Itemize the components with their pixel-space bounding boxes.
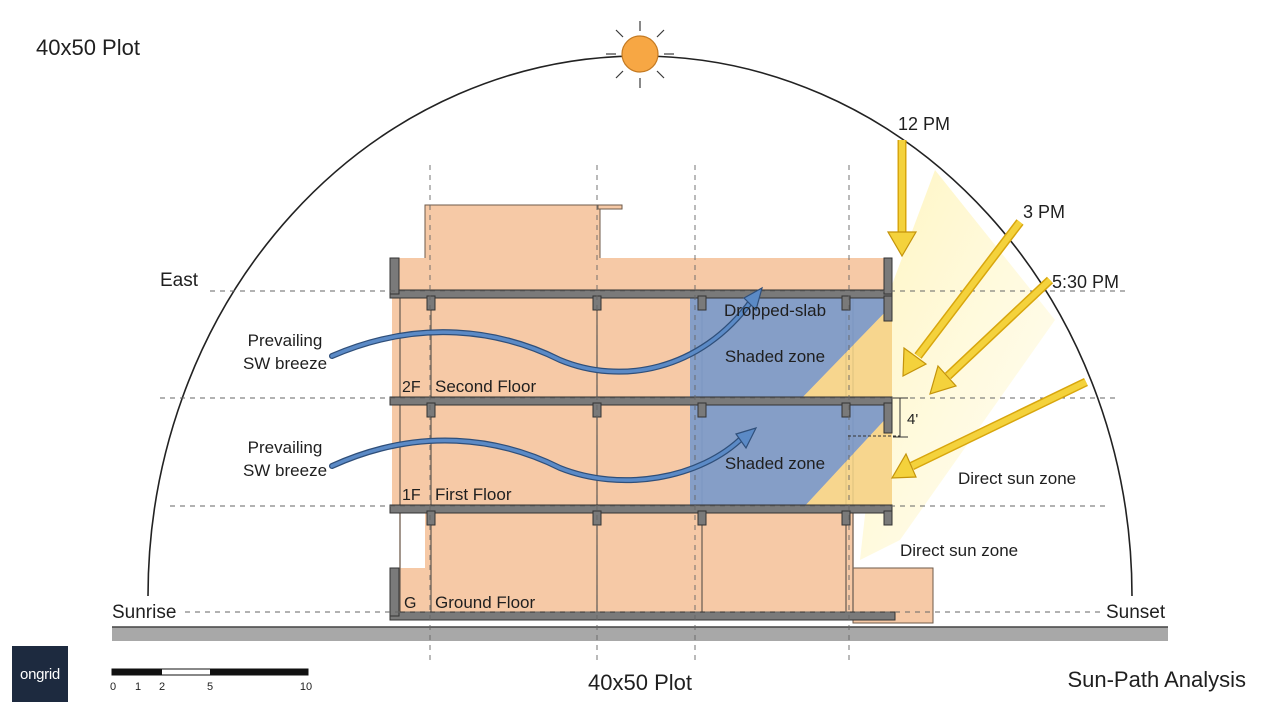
label-direct-sun-2: Direct sun zone [900,541,1018,560]
title-bottom: 40x50 Plot [588,670,692,695]
logo-text: ongrid [20,665,60,683]
caption: Sun-Path Analysis [1067,667,1246,692]
label-east: East [160,270,199,291]
label-direct-sun-1: Direct sun zone [958,469,1076,488]
scale-tick-1: 1 [135,681,141,693]
floor-name-g: Ground Floor [435,593,535,612]
breeze-label-lower-1: Prevailing [248,438,323,457]
label-530pm: 5:30 PM [1052,272,1119,292]
breeze-arrow-lower-fill [330,434,746,482]
scale-bar [111,668,309,676]
floor-code-g: G [404,595,416,612]
shaded-zone-lower [690,403,892,508]
scale-tick-10: 10 [300,681,312,693]
label-dropped-slab: Dropped-slab [724,301,826,320]
shaded-zone-upper [690,296,892,400]
breeze-label-upper-2: SW breeze [243,354,327,373]
sun-icon [606,21,674,88]
sun-ray-3pm [902,219,1024,378]
label-sunrise: Sunrise [112,602,176,623]
breeze-arrowhead-lower [735,427,758,450]
label-shaded-upper: Shaded zone [725,347,825,366]
breeze-arrowhead-upper [743,286,763,312]
ground [112,627,1168,641]
ongrid-logo: ongrid [12,646,68,702]
label-12pm: 12 PM [898,114,950,134]
scale-tick-2: 2 [159,681,165,693]
breeze-arrow-upper-fill [330,298,754,374]
scale-tick-5: 5 [207,681,213,693]
sun-ray-12pm [886,140,918,258]
sun-ray-530pm [929,276,1054,395]
breeze-label-upper-1: Prevailing [248,331,323,350]
breeze-label-lower-2: SW breeze [243,461,327,480]
label-shaded-lower: Shaded zone [725,454,825,473]
floor-code-2f: 2F [402,379,421,396]
floor-code-1f: 1F [402,487,421,504]
floor-name-1f: First Floor [435,485,512,504]
sun-ray-sunset [890,377,1088,479]
dimension-label: 4' [907,411,918,428]
floor-name-2f: Second Floor [435,377,536,396]
dimension-marker [848,397,908,438]
title-top: 40x50 Plot [36,35,140,60]
scale-tick-0: 0 [110,681,116,693]
label-sunset: Sunset [1106,602,1166,623]
sun-strip-upper [800,305,892,400]
label-3pm: 3 PM [1023,202,1065,222]
